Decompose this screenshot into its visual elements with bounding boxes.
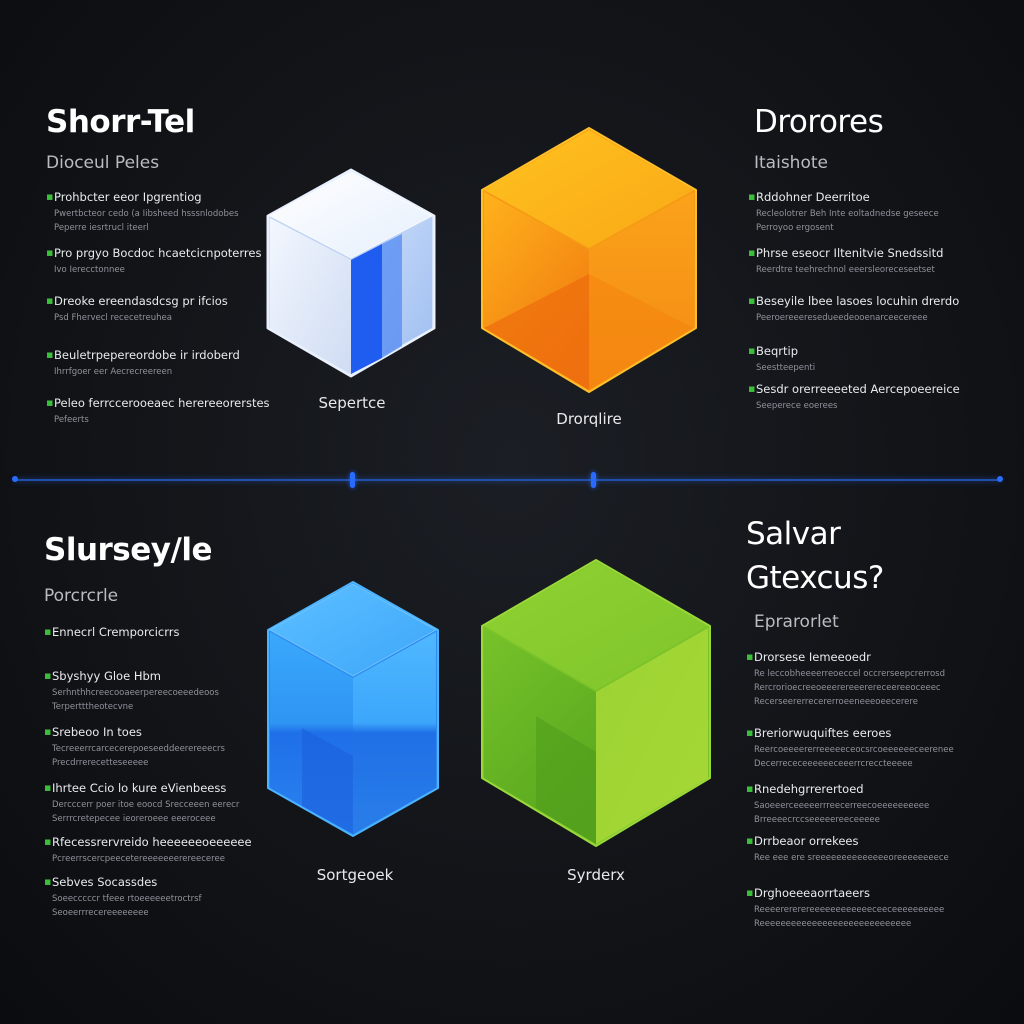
list-item-heading: Breriorwuquiftes eeroes [754,726,892,740]
list-item-desc: Peeroereeeresedueedeooenarceecereee [756,313,928,323]
divider-endpoint [997,476,1003,482]
list-item-desc: Ihrrfgoer eer Aecrecreereen [54,367,173,377]
list-item-heading: Ihrtee Ccio lo kure eVienbeess [52,781,227,795]
list-item-desc: Soeecccccr tfeee rtoeeeeeetroctrsf Seoee… [52,894,202,918]
blue-cube [267,581,439,837]
list-item-heading: Drrbeaor orrekees [754,834,859,848]
feature-list: ▪Ennecrl Cremporcicrrs ▪Sbyshyy Gloe Hbm… [44,625,252,918]
green-cube [481,559,711,847]
quadrant-title: Slursey/le [44,532,212,568]
list-item-desc: Reercoeeeererreeeeeceocsrcoeeeeeeceerene… [754,745,954,769]
list-item-desc: Saoeeerceeeeerrreecerreecoeeeeeeeeee Brr… [754,801,930,825]
list-item-heading: Peleo ferrccerooeaec herereeorerstes [54,396,270,410]
list-item-heading: Drorsese Iemeeoedr [754,650,871,664]
cube-label: Sepertce [318,394,386,412]
list-item-desc: Dercccerr poer itoe eoocd Srecceeen eere… [52,800,240,824]
list-item-heading: Beseyile lbee lasoes locuhin drerdo [756,294,960,308]
orange-cube [481,127,697,393]
list-item-heading: Srebeoo In toes [52,725,142,739]
white-cube [266,168,436,378]
list-item-heading: Dreoke ereendasdcsg pr ifcios [54,294,228,308]
list-item-desc: Recleolotrer Beh Inte eoltadnedse geseec… [756,209,939,233]
list-item-desc: Seestteepenti [756,363,816,373]
list-item-heading: Phrse eseocr Iltenitvie Snedssitd [756,246,944,260]
list-item-heading: Sbyshyy Gloe Hbm [52,669,161,683]
list-item-desc: Ivo Ierecctonnee [54,265,125,275]
list-item-heading: Beqrtip [756,344,798,358]
list-item-desc: Pcreerrscercpeecetereeeeeeerereeceree [52,854,225,864]
cube-label: Sortgeoek [316,866,394,884]
list-item-desc: Tecreeerrcarcecerepoeseeddeerereeecrs Pr… [52,744,225,768]
list-item-desc: Ree eee ere sreeeeeeeeeeeeeeoreeeeeeeece [754,853,949,863]
list-item-desc: Reerdtre teehrechnol eeersleoreceseetset [756,265,935,275]
list-item-desc: Serhnthhcreecooaeerpereecoeeedeoos Terpe… [52,688,219,712]
quadrant-subtitle: Porcrcrle [44,586,119,606]
list-item-heading: Prohbcter eeor Ipgrentiog [54,190,202,204]
list-item-heading: Pro prgyo Bocdoc hcaetcicnpoterres [54,246,262,260]
divider-endpoint [12,476,18,482]
list-item-desc: Pwertbcteor cedo (a Iibsheed hsssnlodobe… [54,209,239,233]
list-item-heading: Ennecrl Cremporcicrrs [52,625,180,639]
cube-label: Syrderx [567,866,625,884]
list-item-heading: Rfecessrervreido heeeeeeoeeeeee [52,835,252,849]
list-item-heading: Beuletrpepereordobe ir irdoberd [54,348,240,362]
quadrant-title: Drorores [754,104,884,140]
list-item-desc: Pefeerts [54,415,89,425]
quadrant-title: Salvar [746,516,841,552]
quadrant-title: Shorr-Tel [46,104,195,140]
divider-marker [350,472,355,488]
list-item-heading: Sesdr orerreeeeted Aercepoeereice [756,382,960,396]
list-item-desc: Seeperece eoerees [756,401,838,411]
divider-marker [591,472,596,488]
quadrant-title-line2: Gtexcus? [746,560,884,596]
timeline-divider [14,479,1002,481]
cube-label: Drorqlire [556,410,622,428]
quadrant-subtitle: Dioceul Peles [46,153,160,173]
quadrant-subtitle: Itaishote [754,153,828,173]
list-item-desc: Reeeerererereeeeeeeeeeeeceeceeeeeeeeee R… [754,905,945,929]
list-item-heading: Drghoeeeaorrtaeers [754,886,870,900]
list-item-heading: Rddohner Deerritoe [756,190,870,204]
quadrant-subtitle: Eprarorlet [754,612,839,632]
list-item-desc: Psd Fhervecl rececetreuhea [54,313,172,323]
list-item-heading: Rnedehgrrerertoed [754,782,864,796]
list-item-desc: Re leccobheeeerreoeccel occrerseepcrerro… [754,669,945,707]
list-item-heading: Sebves Socassdes [52,875,158,889]
